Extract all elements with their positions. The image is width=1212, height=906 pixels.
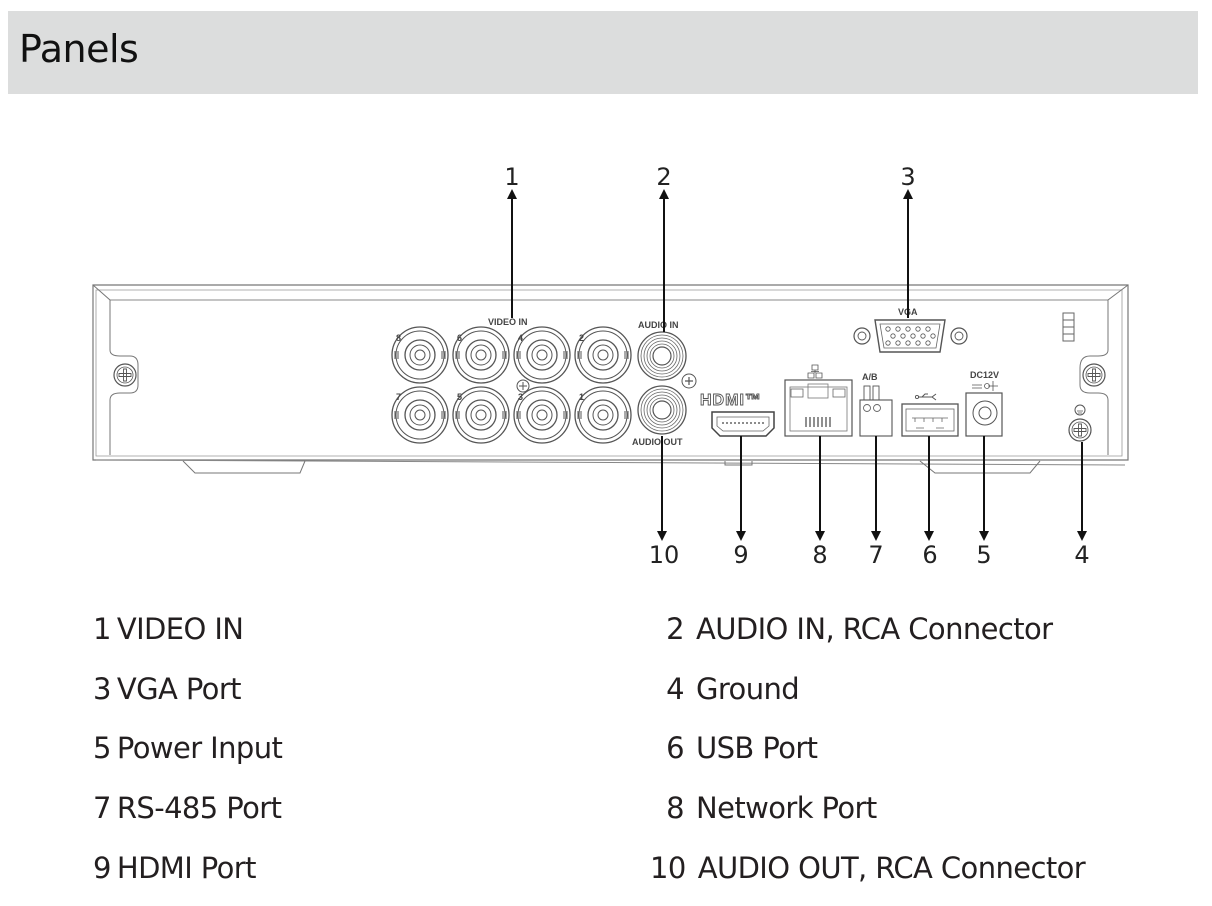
- ground-symbol-icon: [516, 379, 530, 393]
- legend-number: 5: [93, 731, 111, 765]
- legend-item: 4 Ground: [650, 672, 800, 706]
- legend-label: USB Port: [696, 731, 818, 765]
- callout-number: 6: [922, 541, 938, 569]
- chassis-outline: [92, 284, 1129, 474]
- section-title: Panels: [19, 27, 139, 71]
- audio-in-label: AUDIO IN: [638, 320, 679, 330]
- legend-label: Power Input: [116, 731, 283, 765]
- network-icon: [807, 364, 823, 379]
- callout-number: 3: [900, 163, 916, 191]
- usb-icon: [918, 393, 937, 401]
- mount-screw-icon: [113, 363, 137, 387]
- legend-label: VIDEO IN: [116, 612, 244, 646]
- bnc-number: 8: [396, 333, 401, 343]
- legend-item: 10 AUDIO OUT, RCA Connector: [650, 851, 1086, 885]
- bnc-number: 3: [518, 392, 523, 402]
- callout-number: 8: [812, 541, 828, 569]
- callout-number: 5: [976, 541, 992, 569]
- callout-number: 4: [1074, 541, 1090, 569]
- callout-number: 2: [656, 163, 672, 191]
- legend-number: 10: [650, 851, 686, 885]
- bnc-number: 4: [518, 333, 523, 343]
- video-in-bnc-group: 8 6 4 2 7 5 3 1 VIDEO IN: [391, 317, 632, 444]
- rs485-port: A/B: [859, 372, 893, 437]
- legend-label: HDMI Port: [116, 851, 257, 885]
- legend-number: 9: [93, 851, 111, 885]
- bnc-number: 7: [396, 392, 401, 402]
- network-port: [784, 364, 853, 437]
- bnc-number: 6: [457, 333, 462, 343]
- bnc-number: 1: [579, 392, 584, 402]
- ground-terminal: [1068, 404, 1092, 442]
- section-header: Panels: [8, 11, 1198, 94]
- ground-symbol-icon: [681, 373, 697, 389]
- legend-label: Network Port: [696, 791, 877, 825]
- callout-number: 7: [868, 541, 884, 569]
- audio-out-label: AUDIO OUT: [632, 437, 683, 447]
- callout-arrows: [507, 189, 1087, 541]
- vga-port: VGA: [853, 307, 968, 353]
- legend-label: Ground: [696, 672, 800, 706]
- power-input-port: DC12V: [965, 370, 1003, 437]
- legend-label: RS-485 Port: [116, 791, 282, 825]
- audio-out-rca-connector: [637, 385, 687, 435]
- legend-number: 4: [666, 672, 684, 706]
- legend-number: 3: [93, 672, 111, 706]
- legend-label: AUDIO IN, RCA Connector: [696, 612, 1053, 646]
- hdmi-port: HDMI™: [700, 392, 775, 437]
- usb-port: [901, 393, 959, 437]
- mount-screw-icon: [1082, 363, 1106, 387]
- audio-in-rca-connector: [637, 331, 687, 381]
- power-label: DC12V: [970, 370, 999, 380]
- video-in-label: VIDEO IN: [488, 317, 528, 327]
- bnc-number: 5: [457, 392, 462, 402]
- callout-number: 10: [648, 541, 680, 569]
- bnc-number: 2: [579, 333, 584, 343]
- legend-item: 8 Network Port: [650, 791, 877, 825]
- rs485-label: A/B: [862, 372, 878, 382]
- legend-item: 2 AUDIO IN, RCA Connector: [650, 612, 1053, 646]
- legend-number: 7: [93, 791, 111, 825]
- legend-number: 6: [666, 731, 684, 765]
- callout-number: 9: [733, 541, 749, 569]
- legend-number: 2: [666, 612, 684, 646]
- callout-number: 1: [504, 163, 520, 191]
- legend-number: 1: [93, 612, 111, 646]
- hdmi-logo: HDMI™: [700, 392, 762, 409]
- legend-number: 8: [666, 791, 684, 825]
- legend-label: AUDIO OUT, RCA Connector: [697, 851, 1086, 885]
- legend-item: 6 USB Port: [650, 731, 818, 765]
- ground-screw-icon: [1068, 418, 1092, 442]
- legend-label: VGA Port: [116, 672, 242, 706]
